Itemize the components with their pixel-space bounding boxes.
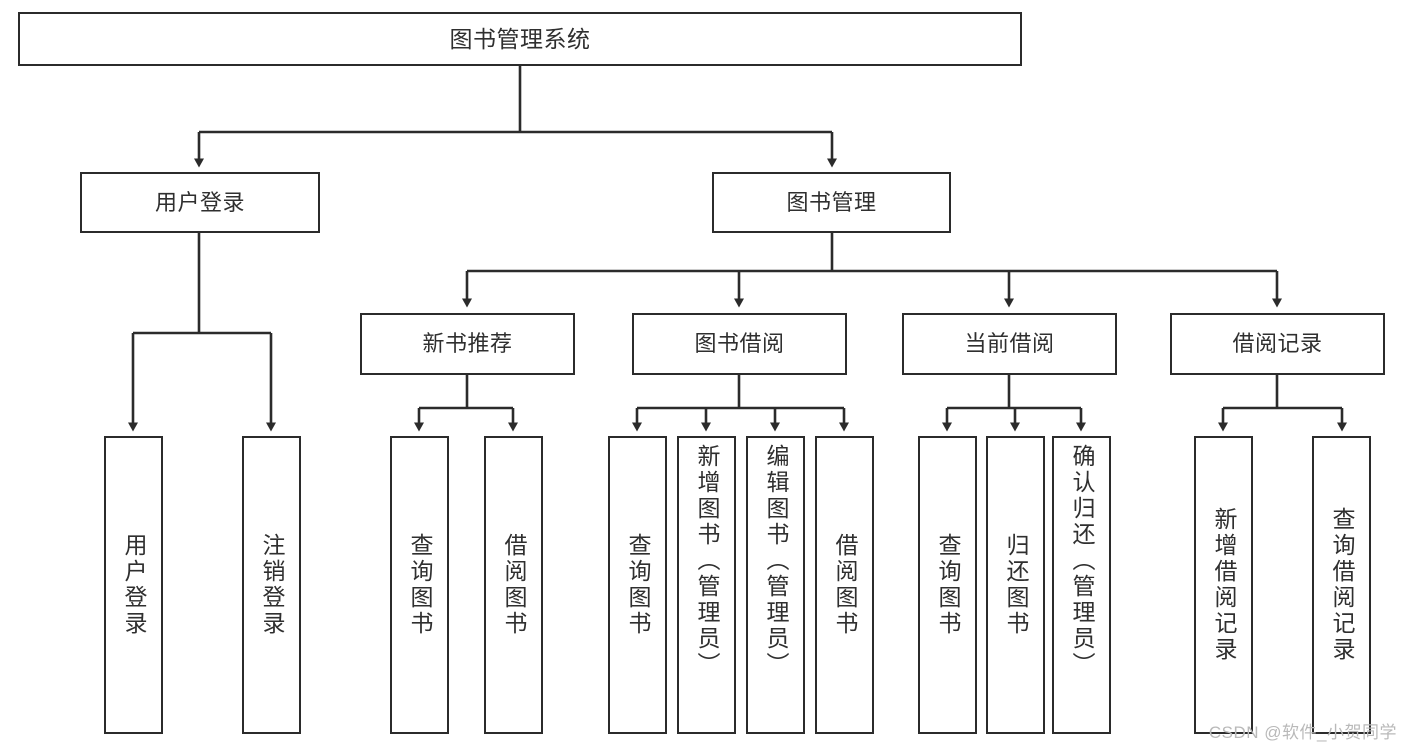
node-leaf-query-book-1-label: 查询图书 [407, 533, 433, 637]
node-leaf-edit-book[interactable]: 编辑图书（管理员） [746, 436, 805, 734]
node-leaf-user-login-label: 用户登录 [121, 533, 147, 637]
node-leaf-query-book-3[interactable]: 查询图书 [918, 436, 977, 734]
node-leaf-add-record[interactable]: 新增借阅记录 [1194, 436, 1253, 734]
node-root-label: 图书管理系统 [449, 25, 591, 52]
node-leaf-query-book-2[interactable]: 查询图书 [608, 436, 667, 734]
node-leaf-query-book-1[interactable]: 查询图书 [390, 436, 449, 734]
node-user-login-label: 用户登录 [154, 189, 245, 215]
node-book-manage-label: 图书管理 [786, 189, 877, 215]
node-leaf-confirm-return-label: 确认归还（管理员） [1069, 444, 1095, 678]
node-current-borrow[interactable]: 当前借阅 [902, 313, 1117, 375]
node-leaf-borrow-book-2[interactable]: 借阅图书 [815, 436, 874, 734]
node-leaf-borrow-book-1[interactable]: 借阅图书 [484, 436, 543, 734]
node-leaf-return-book[interactable]: 归还图书 [986, 436, 1045, 734]
node-borrow-record-label: 借阅记录 [1232, 331, 1323, 357]
node-new-book-rec-label: 新书推荐 [422, 331, 513, 357]
node-leaf-query-record-label: 查询借阅记录 [1329, 507, 1355, 663]
node-leaf-add-record-label: 新增借阅记录 [1211, 507, 1237, 663]
node-new-book-rec[interactable]: 新书推荐 [360, 313, 575, 375]
node-borrow-record[interactable]: 借阅记录 [1170, 313, 1385, 375]
node-leaf-return-book-label: 归还图书 [1003, 533, 1029, 637]
node-leaf-query-record[interactable]: 查询借阅记录 [1312, 436, 1371, 734]
node-leaf-confirm-return[interactable]: 确认归还（管理员） [1052, 436, 1111, 734]
node-root[interactable]: 图书管理系统 [18, 12, 1022, 66]
node-leaf-borrow-book-2-label: 借阅图书 [832, 533, 858, 637]
node-leaf-user-logout[interactable]: 注销登录 [242, 436, 301, 734]
node-leaf-query-book-3-label: 查询图书 [935, 533, 961, 637]
node-current-borrow-label: 当前借阅 [964, 331, 1055, 357]
node-leaf-add-book[interactable]: 新增图书（管理员） [677, 436, 736, 734]
node-leaf-query-book-2-label: 查询图书 [625, 533, 651, 637]
node-leaf-user-login[interactable]: 用户登录 [104, 436, 163, 734]
node-leaf-add-book-label: 新增图书（管理员） [694, 444, 720, 678]
node-leaf-edit-book-label: 编辑图书（管理员） [763, 444, 789, 678]
node-leaf-borrow-book-1-label: 借阅图书 [501, 533, 527, 637]
node-user-login[interactable]: 用户登录 [80, 172, 320, 233]
node-book-borrow-label: 图书借阅 [694, 331, 785, 357]
node-leaf-user-logout-label: 注销登录 [259, 533, 285, 637]
csdn-watermark: CSDN @软件_小贺同学 [1208, 723, 1397, 742]
node-book-manage[interactable]: 图书管理 [712, 172, 951, 233]
node-book-borrow[interactable]: 图书借阅 [632, 313, 847, 375]
